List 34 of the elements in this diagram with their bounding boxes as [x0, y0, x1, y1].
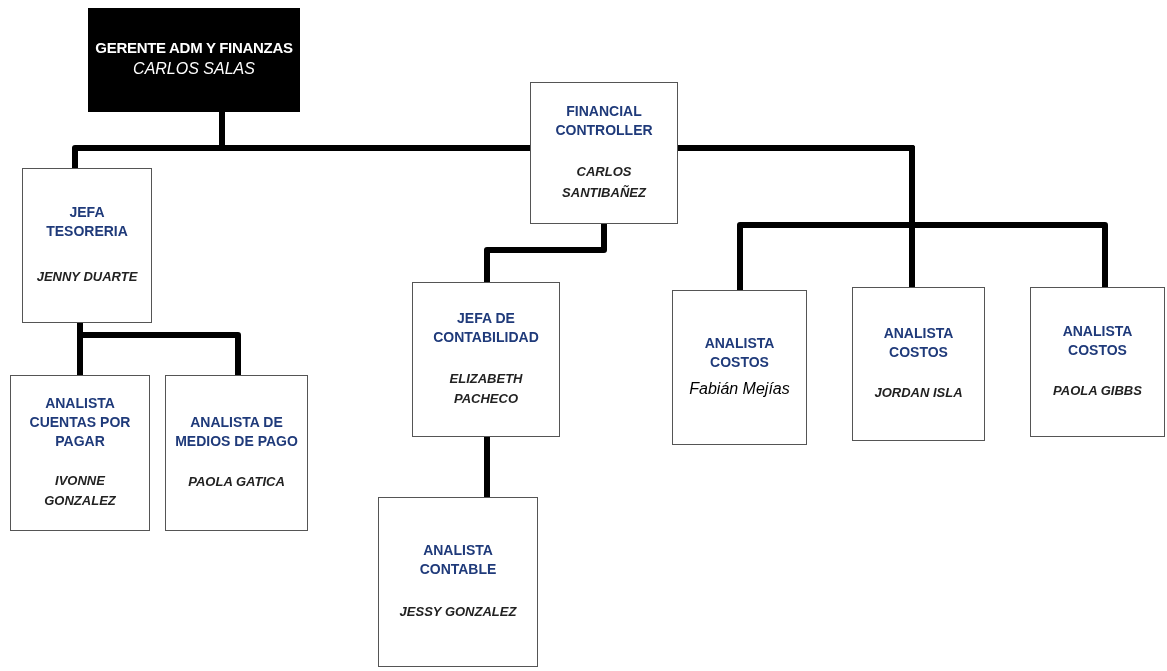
position-box — [22, 168, 152, 323]
role-title: ANALISTA DE MEDIOS DE PAGO — [174, 412, 299, 451]
role-title: ANALISTA COSTOS — [703, 333, 776, 372]
role-title: ANALISTA CONTABLE — [418, 540, 498, 579]
position-box — [1030, 287, 1165, 437]
role-title: FINANCIAL CONTROLLER — [554, 102, 654, 141]
person-name: PAOLA GIBBS — [1053, 382, 1142, 401]
role-title: GERENTE ADM Y FINANZAS — [95, 38, 293, 58]
role-title: ANALISTA COSTOS — [1061, 321, 1134, 360]
position-box — [165, 375, 308, 531]
position-box — [378, 497, 538, 667]
person-name: JESSY GONZALEZ — [399, 603, 517, 622]
role-title: ANALISTA COSTOS — [882, 323, 955, 362]
role-title: JEFA TESORERIA — [45, 203, 129, 241]
person-name: Fabián Mejías — [689, 378, 790, 399]
position-box — [530, 82, 678, 224]
role-title: ANALISTA CUENTAS POR PAGAR — [28, 393, 132, 451]
person-name: ELIZABETH PACHECO — [448, 369, 524, 409]
person-name: CARLOS SANTIBAÑEZ — [561, 163, 648, 202]
position-box — [412, 282, 560, 437]
connector-line — [219, 112, 530, 151]
position-box — [10, 375, 150, 531]
role-title: JEFA DE CONTABILIDAD — [432, 308, 540, 347]
person-name: CARLOS SALAS — [133, 59, 255, 80]
connector-line — [484, 224, 607, 282]
person-name: JORDAN ISLA — [874, 384, 963, 403]
person-name: PAOLA GATICA — [188, 473, 285, 492]
person-name: JENNY DUARTE — [36, 268, 138, 286]
person-name: IVONNE GONZALEZ — [43, 471, 117, 511]
position-box — [672, 290, 807, 445]
position-box — [852, 287, 985, 441]
connector-line — [678, 145, 1108, 287]
manager-box — [88, 8, 300, 112]
connector-line — [484, 437, 490, 497]
